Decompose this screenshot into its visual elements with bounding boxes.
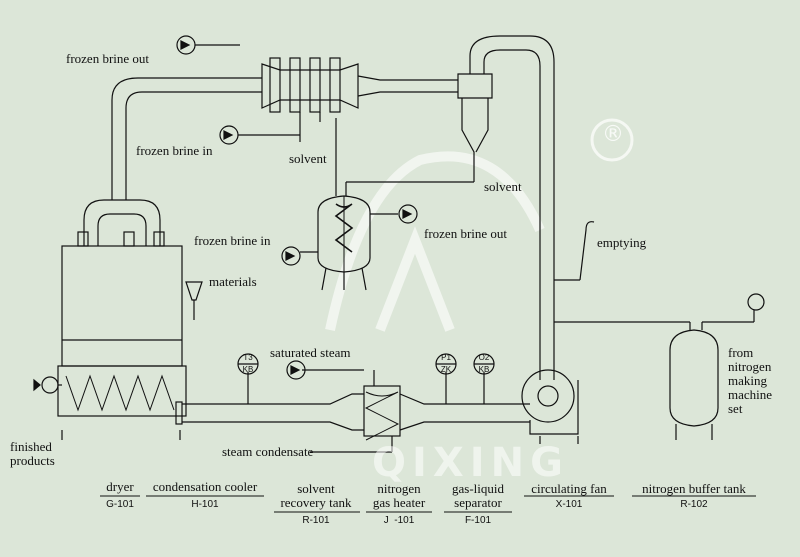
instrument-o2: O2 [478,353,490,362]
code-gas-liquid-separator: F-101 [464,515,492,526]
registered-symbol: ® [602,122,624,147]
label-finished-products: finished products [10,439,55,468]
label-frozen-brine-out-mid: frozen brine out [424,226,508,241]
dryer-unit [33,199,203,440]
code-condensation-cooler: H-101 [191,499,219,510]
caption-nitrogen-gas-heater: nitrogen gas heater [372,481,426,510]
label-frozen-brine-out-top: frozen brine out [66,51,150,66]
instrument-kb1: KB [242,365,254,374]
label-saturated-steam: saturated steam [270,345,351,360]
watermark-logo [325,151,545,332]
label-solvent-left: solvent [289,151,327,166]
code-solvent-recovery-tank: R-101 [302,515,330,526]
code-circulating-fan: X-101 [555,499,583,510]
caption-dryer: dryer [106,479,134,494]
label-solvent-right: solvent [484,179,522,194]
gas-liquid-separator [346,35,555,380]
code-dryer: G-101 [106,499,134,510]
registered-mark [590,118,634,162]
arrow-frozen-brine-out-top [176,35,240,55]
instrument-zk: ZK [440,365,452,374]
label-frozen-brine-in-mid: frozen brine in [194,233,271,248]
label-from-nitrogen: from nitrogen making machine set [728,345,773,416]
caption-nitrogen-buffer-tank: nitrogen buffer tank [642,481,746,496]
heater-line [175,369,530,453]
label-steam-condensate: steam condensate [222,444,314,459]
caption-condensation-cooler: condensation cooler [152,479,258,494]
instrument-bubbles [237,353,495,375]
watermark-text: QIXING [372,440,569,486]
instrument-t3: T3 [243,353,253,362]
caption-gas-liquid-separator: gas-liquid separator [452,481,504,510]
nitrogen-buffer-tank [669,293,765,440]
label-frozen-brine-in-top: frozen brine in [136,143,213,158]
instrument-p1: P1 [441,353,451,362]
arrow-frozen-brine-in-mid [281,246,301,266]
label-materials: materials [209,274,257,289]
arrow-saturated-steam [286,360,306,380]
equipment-underlines [100,495,756,513]
code-nitrogen-gas-heater: J -101 [383,515,415,526]
caption-solvent-recovery-tank: solvent recovery tank [280,481,352,510]
circulating-fan [521,221,690,444]
caption-circulating-fan: circulating fan [531,481,607,496]
label-emptying: emptying [597,235,647,250]
solvent-recovery-tank [300,142,398,291]
arrow-frozen-brine-in-top [219,125,300,145]
flow-arrow-symbols [176,35,418,380]
condensation-cooler [261,57,458,142]
code-nitrogen-buffer-tank: R-102 [680,499,708,510]
duct-to-cooler [111,77,262,200]
arrow-frozen-brine-out-mid [398,204,418,224]
instrument-kb2: KB [478,365,490,374]
